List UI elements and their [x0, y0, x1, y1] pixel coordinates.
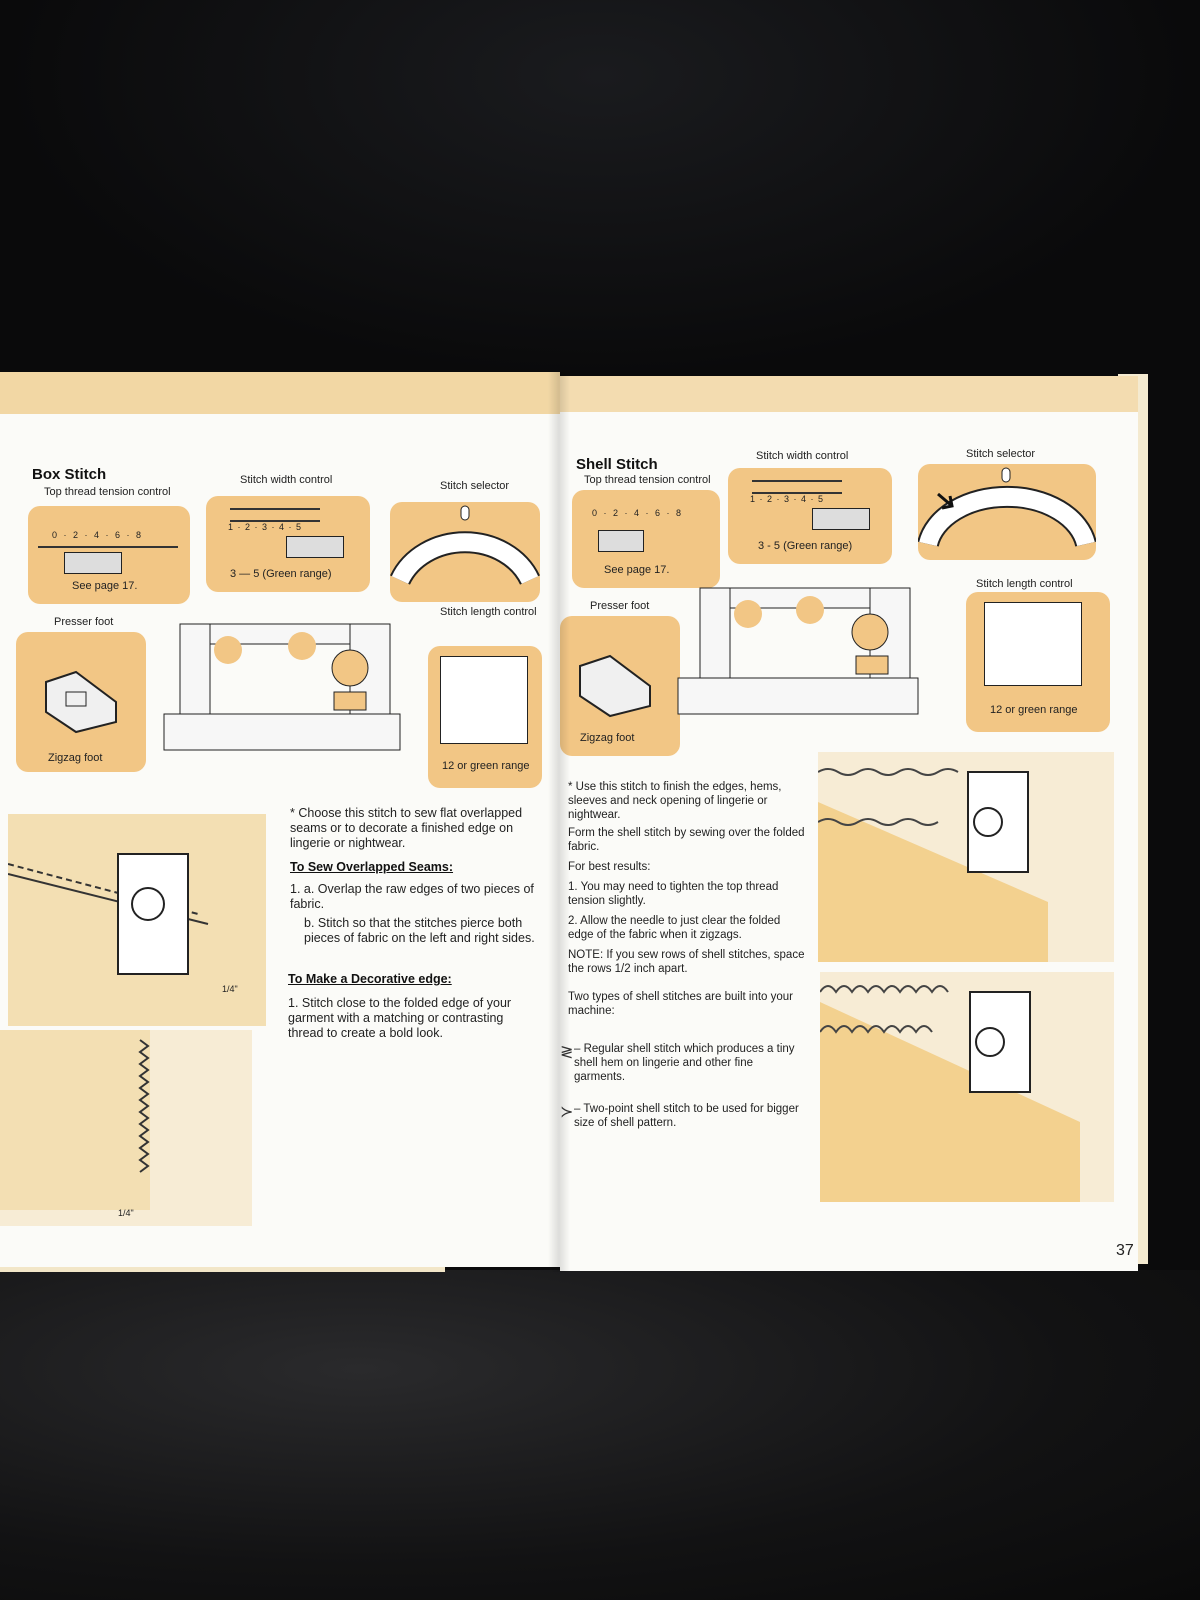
- shell-stitch-illustration-1: [818, 752, 1114, 962]
- see-page-note: See page 17.: [604, 564, 669, 576]
- right-page: Shell Stitch Top thread tension control …: [560, 376, 1138, 1271]
- decorative-edge-illustration: 1/4": [0, 1030, 252, 1226]
- stitch-dial-icon: [918, 464, 1096, 560]
- tip-2: 2. Allow the needle to just clear the fo…: [568, 914, 806, 942]
- tension-panel: 0 · 2 · 4 · 6 · 8 See page 17.: [28, 506, 190, 604]
- tension-scale: 0 · 2 · 4 · 6 · 8: [592, 508, 683, 518]
- width-scale: 1 · 2 · 3 · 4 · 5: [750, 494, 824, 504]
- note-text: NOTE: If you sew rows of shell stitches,…: [568, 948, 806, 976]
- length-panel: 12 or green range: [966, 592, 1110, 732]
- zigzag-foot-label: Zigzag foot: [48, 752, 102, 764]
- stitch-dial-icon: [390, 502, 540, 602]
- form-text: Form the shell stitch by sewing over the…: [568, 826, 806, 854]
- width-slider-icon: [812, 508, 870, 530]
- sewing-machine-icon: [150, 594, 420, 764]
- types-text: Two types of shell stitches are built in…: [568, 990, 806, 1018]
- width-bars-icon: [230, 508, 320, 522]
- leather-surface: [0, 1270, 1200, 1600]
- length-window-icon: [984, 602, 1082, 686]
- heading-decorative-edge: To Make a Decorative edge:: [288, 972, 452, 986]
- presser-label: Presser foot: [590, 600, 649, 612]
- selector-panel: [918, 464, 1096, 560]
- top-thread-label: Top thread tension control: [44, 486, 171, 498]
- selector-panel: [390, 502, 540, 602]
- green-range-label: 3 - 5 (Green range): [758, 540, 852, 552]
- regular-shell-text: – Regular shell stitch which produces a …: [574, 1042, 806, 1084]
- left-page: Box Stitch Top thread tension control St…: [0, 372, 560, 1267]
- presser-panel: Zigzag foot: [16, 632, 146, 772]
- two-point-shell-text: – Two-point shell stitch to be used for …: [574, 1102, 806, 1130]
- selector-label: Stitch selector: [966, 448, 1035, 460]
- measure-label-2: 1/4": [118, 1208, 134, 1218]
- book-gutter: [548, 372, 570, 1272]
- dark-background-top: [0, 0, 1200, 380]
- page-title: Box Stitch: [32, 466, 106, 483]
- width-bars-icon: [752, 480, 842, 494]
- tension-rail: [38, 546, 178, 548]
- intro-text: * Use this stitch to finish the edges, h…: [568, 780, 806, 822]
- zigzag-foot-icon: [16, 632, 146, 772]
- sewing-machine-icon: [670, 558, 940, 728]
- presser-label: Presser foot: [54, 616, 113, 628]
- open-manual: Box Stitch Top thread tension control St…: [0, 372, 1135, 1292]
- width-label: Stitch width control: [756, 450, 848, 462]
- width-label: Stitch width control: [240, 474, 332, 486]
- measure-label-1: 1/4": [222, 984, 238, 994]
- page-title: Shell Stitch: [576, 456, 658, 473]
- width-panel: 1 · 2 · 3 · 4 · 5 3 — 5 (Green range): [206, 496, 370, 592]
- intro-text: * Choose this stitch to sew flat overlap…: [290, 806, 540, 851]
- step-1a: 1. a. Overlap the raw edges of two piece…: [290, 882, 540, 912]
- zigzag-foot-label: Zigzag foot: [580, 732, 634, 744]
- top-thread-label: Top thread tension control: [584, 474, 711, 486]
- see-page-note: See page 17.: [72, 580, 137, 592]
- tension-scale: 0 · 2 · 4 · 6 · 8: [52, 530, 143, 540]
- step-2: 1. Stitch close to the folded edge of yo…: [288, 996, 540, 1041]
- tension-dial-icon: [598, 530, 644, 552]
- length-label: Stitch length control: [976, 578, 1073, 590]
- length-panel: 12 or green range: [428, 646, 542, 788]
- selector-label: Stitch selector: [440, 480, 509, 492]
- length-window-icon: [440, 656, 528, 744]
- length-range-label: 12 or green range: [442, 760, 529, 772]
- length-label: Stitch length control: [440, 606, 537, 618]
- tension-dial-icon: [64, 552, 122, 574]
- overlapped-seam-illustration: 1/4": [8, 814, 266, 1026]
- green-range-label: 3 — 5 (Green range): [230, 568, 332, 580]
- width-panel: 1 · 2 · 3 · 4 · 5 3 - 5 (Green range): [728, 468, 892, 564]
- tip-1: 1. You may need to tighten the top threa…: [568, 880, 806, 908]
- length-range-label: 12 or green range: [990, 704, 1077, 716]
- page-number: 37: [1116, 1242, 1134, 1260]
- shell-stitch-illustration-2: [820, 972, 1114, 1202]
- heading-overlapped-seams: To Sew Overlapped Seams:: [290, 860, 453, 874]
- step-1b: b. Stitch so that the stitches pierce bo…: [304, 916, 540, 946]
- width-scale: 1 · 2 · 3 · 4 · 5: [228, 522, 302, 532]
- presser-panel: Zigzag foot: [560, 616, 680, 756]
- width-slider-icon: [286, 536, 344, 558]
- best-results: For best results:: [568, 860, 806, 874]
